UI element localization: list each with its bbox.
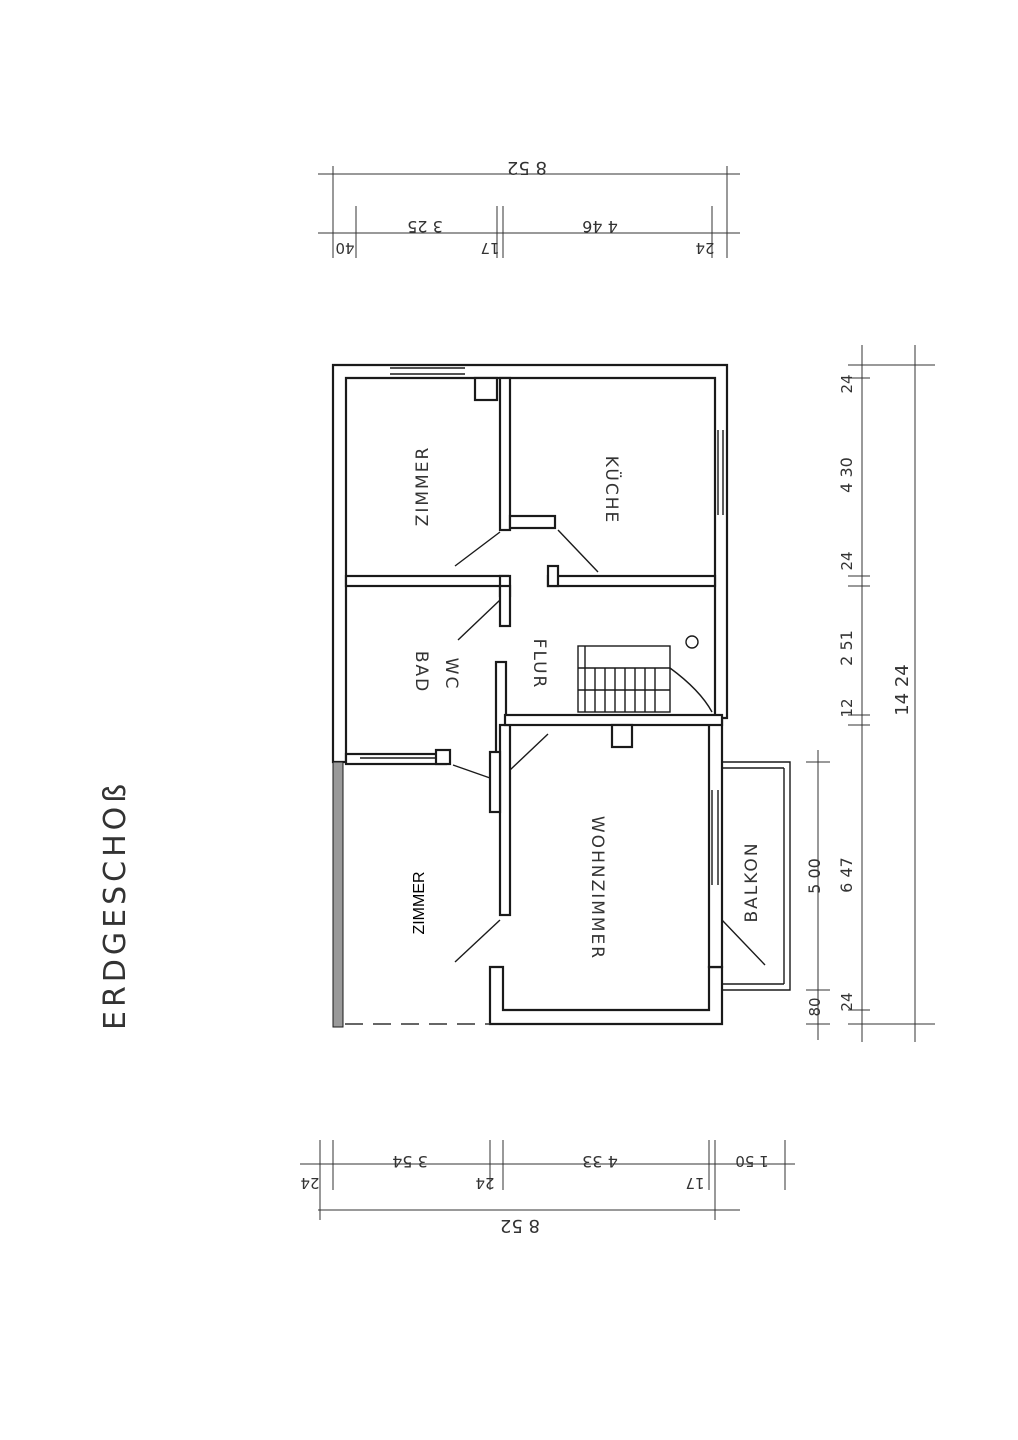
room-wc: WC: [441, 658, 461, 691]
bottom-total-dimension: 8 52: [500, 1215, 540, 1236]
top-total-dimension: 8 52: [507, 157, 547, 178]
windows: [360, 367, 724, 885]
right-total-dimension: 14 24: [892, 664, 913, 716]
room-bad: BAD: [411, 651, 431, 693]
right-dim-251: 2 51: [837, 630, 856, 666]
top-dim-3: 17: [480, 239, 499, 257]
room-balkon: BALKON: [742, 841, 762, 922]
room-kueche: KÜCHE: [601, 456, 623, 525]
interior-walls: [344, 376, 724, 917]
right-dim-12: 12: [838, 698, 856, 717]
bottom-dimension-chain: 24 3 54 24 4 33 17 1 50 8 52: [300, 1140, 795, 1236]
bottom-dim-3: 24: [475, 1174, 494, 1192]
plan-title: ERDGESCHOß: [98, 780, 133, 1030]
staircase: [577, 635, 713, 713]
balcony: [722, 761, 791, 991]
bottom-dim-6: 1 50: [735, 1152, 768, 1170]
room-flur: FLUR: [529, 639, 549, 690]
bottom-dim-1: 24: [300, 1174, 319, 1192]
bottom-dim-5: 17: [685, 1174, 704, 1192]
right-dim-647: 6 47: [837, 857, 856, 893]
right-dim-24a: 24: [838, 374, 856, 393]
top-dimension-chain: 8 52 40 3 25 17 4 46 24: [318, 157, 740, 258]
balcony-dim-500: 5 00: [805, 858, 824, 894]
right-dimension-chain: 24 4 30 24 2 51 12 6 47 24 14 24: [837, 345, 935, 1042]
balcony-dimension-chain: 5 00 80: [805, 750, 830, 1040]
left-terrace-strip: [332, 761, 344, 1028]
room-zimmer-bottom: ZIMMER: [411, 871, 428, 934]
room-zimmer-top: ZIMMER: [413, 446, 433, 527]
room-wohnzimmer: WOHNZIMMER: [587, 816, 607, 960]
top-dim-4: 4 46: [582, 217, 618, 236]
bottom-dim-4: 4 33: [582, 1152, 618, 1171]
top-dim-5: 24: [695, 239, 714, 257]
door-swings: [452, 529, 766, 966]
top-dim-2: 3 25: [407, 217, 443, 236]
top-dim-1: 40: [335, 239, 354, 257]
bottom-dim-2: 3 54: [392, 1152, 428, 1171]
right-dim-430: 4 30: [837, 457, 856, 493]
right-dim-24c: 24: [838, 992, 856, 1011]
outer-walls: [331, 363, 729, 1028]
right-dim-24b: 24: [838, 551, 856, 570]
balcony-dim-80: 80: [806, 997, 824, 1016]
